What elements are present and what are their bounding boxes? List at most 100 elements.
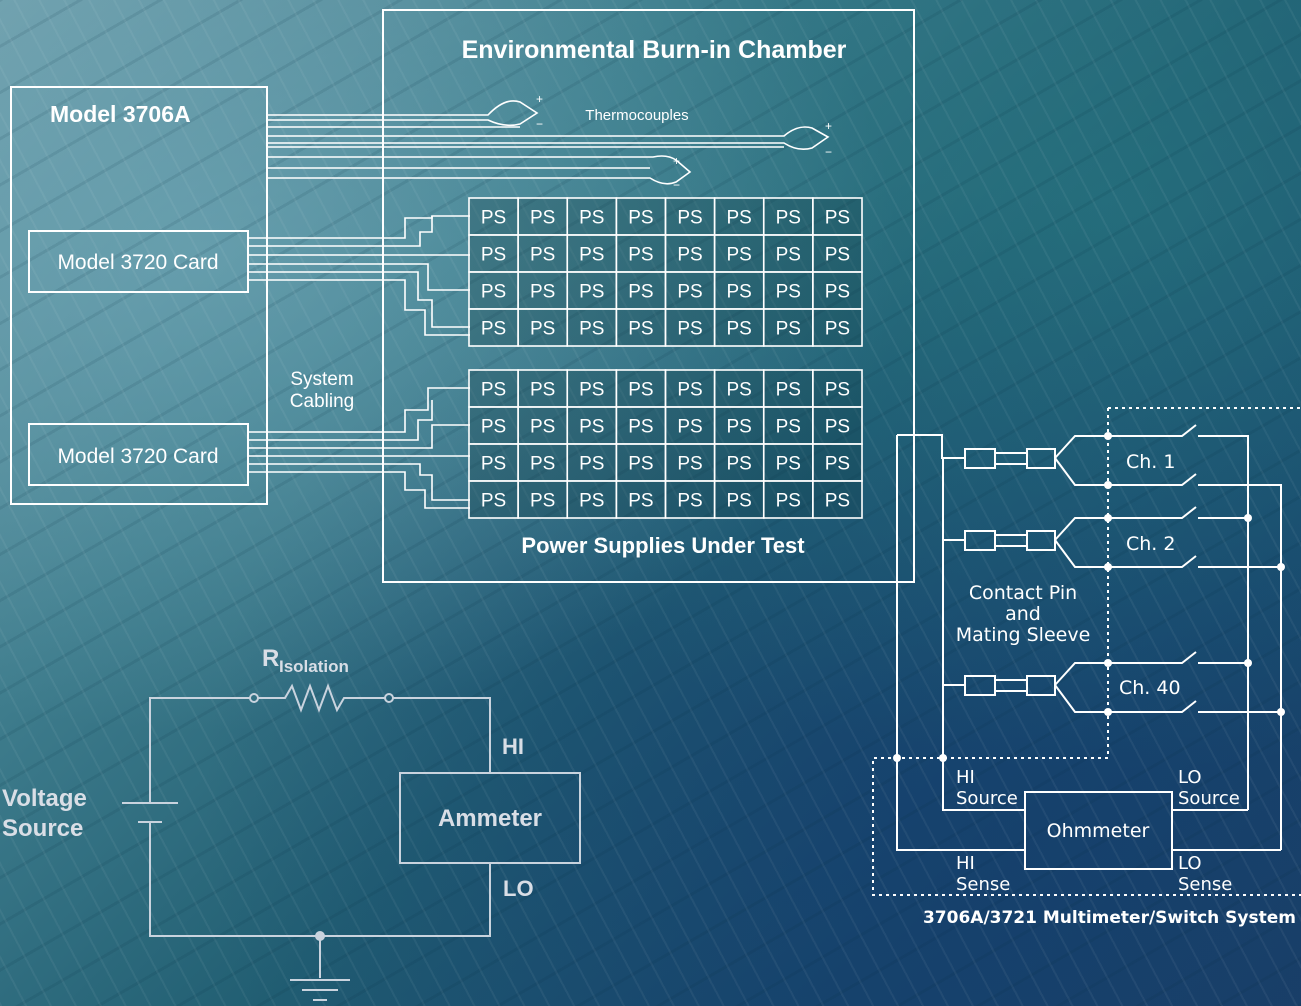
- ps-label: PS: [677, 245, 702, 266]
- ps-cell: PS: [762, 443, 814, 482]
- ps-label: PS: [776, 282, 801, 303]
- ps-label: PS: [727, 282, 752, 303]
- ps-cell: PS: [615, 234, 667, 273]
- contact-pin-label-2: and: [1005, 603, 1041, 625]
- ps-label: PS: [677, 208, 702, 229]
- ps-cell: PS: [615, 480, 667, 519]
- mating-sleeve-40: [1026, 675, 1056, 696]
- svg-text:+: +: [536, 92, 543, 106]
- ps-cell: PS: [664, 443, 716, 482]
- ps-cell: PS: [468, 308, 519, 347]
- ps-cell: PS: [762, 308, 814, 347]
- svg-text:−: −: [673, 178, 680, 192]
- ohmmeter-box: [1024, 791, 1173, 870]
- lo-source-label-2: Source: [1178, 788, 1240, 809]
- system-cabling-label-2: Cabling: [290, 391, 354, 412]
- hi-source-label-2: Source: [956, 788, 1018, 809]
- ps-label: PS: [628, 454, 653, 475]
- ps-label: PS: [579, 245, 604, 266]
- ps-cell: PS: [468, 480, 519, 519]
- ps-cell: PS: [713, 406, 765, 445]
- ps-label: PS: [628, 491, 653, 512]
- ps-cell: PS: [762, 406, 814, 445]
- ps-cell: PS: [468, 234, 519, 273]
- ps-label: PS: [727, 454, 752, 475]
- ps-label: PS: [825, 245, 850, 266]
- ps-cell: PS: [812, 369, 863, 408]
- ps-label: PS: [677, 319, 702, 340]
- lo-label: LO: [503, 876, 534, 901]
- ps-label: PS: [825, 417, 850, 438]
- ps-cell: PS: [664, 197, 716, 236]
- isolation-resistor: [258, 683, 385, 713]
- ps-label: PS: [727, 245, 752, 266]
- ps-cell: PS: [762, 480, 814, 519]
- ps-cell: PS: [468, 271, 519, 310]
- r-isolation-sub: Isolation: [279, 657, 349, 676]
- system-cabling-label-1: System: [290, 369, 353, 390]
- ps-cell: PS: [713, 369, 765, 408]
- thermocouples-label: Thermocouples: [585, 107, 688, 124]
- hi-source-label-1: HI: [956, 767, 975, 788]
- contact-pin-label-1: Contact Pin: [969, 582, 1077, 604]
- terminal-right: [384, 693, 394, 703]
- ps-label: PS: [727, 319, 752, 340]
- ps-label: PS: [530, 208, 555, 229]
- ammeter-label: Ammeter: [438, 805, 542, 832]
- ps-label: PS: [825, 319, 850, 340]
- ps-cell: PS: [615, 443, 667, 482]
- ps-label: PS: [579, 282, 604, 303]
- ps-cell: PS: [468, 197, 519, 236]
- ps-label: PS: [628, 282, 653, 303]
- ps-label: PS: [530, 417, 555, 438]
- ps-cell: PS: [517, 406, 569, 445]
- ps-cell: PS: [517, 271, 569, 310]
- thermocouple-wires: [268, 100, 830, 185]
- ps-cell: PS: [762, 197, 814, 236]
- ch-40-label: Ch. 40: [1119, 677, 1181, 699]
- ps-label: PS: [776, 208, 801, 229]
- ps-cell: PS: [713, 271, 765, 310]
- ps-cell: PS: [566, 308, 618, 347]
- ps-label: PS: [579, 417, 604, 438]
- ps-label: PS: [677, 454, 702, 475]
- ps-cell: PS: [615, 406, 667, 445]
- ps-label: PS: [530, 491, 555, 512]
- ps-label: PS: [628, 319, 653, 340]
- ps-label: PS: [727, 380, 752, 401]
- ps-label: PS: [579, 380, 604, 401]
- ch-2-label: Ch. 2: [1126, 533, 1175, 555]
- svg-text:+: +: [673, 154, 680, 168]
- ps-label: PS: [481, 491, 506, 512]
- ps-label: PS: [530, 380, 555, 401]
- ps-label: PS: [825, 208, 850, 229]
- ps-label: PS: [677, 417, 702, 438]
- ps-cell: PS: [566, 271, 618, 310]
- card-2-label: Model 3720 Card: [57, 445, 218, 468]
- ps-cell: PS: [517, 197, 569, 236]
- ps-cell: PS: [468, 443, 519, 482]
- system-cabling-wires: [248, 215, 470, 509]
- ps-cell: PS: [812, 197, 863, 236]
- ps-label: PS: [776, 319, 801, 340]
- ps-label: PS: [579, 319, 604, 340]
- ps-label: PS: [481, 245, 506, 266]
- ps-cell: PS: [713, 234, 765, 273]
- ps-label: PS: [628, 380, 653, 401]
- ps-label: PS: [481, 417, 506, 438]
- ps-cell: PS: [566, 406, 618, 445]
- contact-pin-40: [964, 675, 996, 696]
- ps-cell: PS: [664, 369, 716, 408]
- ps-cell: PS: [517, 443, 569, 482]
- ps-cell: PS: [713, 308, 765, 347]
- ps-cell: PS: [812, 406, 863, 445]
- ps-label: PS: [825, 282, 850, 303]
- lo-source-label-1: LO: [1178, 767, 1202, 788]
- ps-cell: PS: [713, 197, 765, 236]
- ps-cell: PS: [615, 308, 667, 347]
- ps-cell: PS: [812, 234, 863, 273]
- model-3720-card-2: [28, 423, 249, 486]
